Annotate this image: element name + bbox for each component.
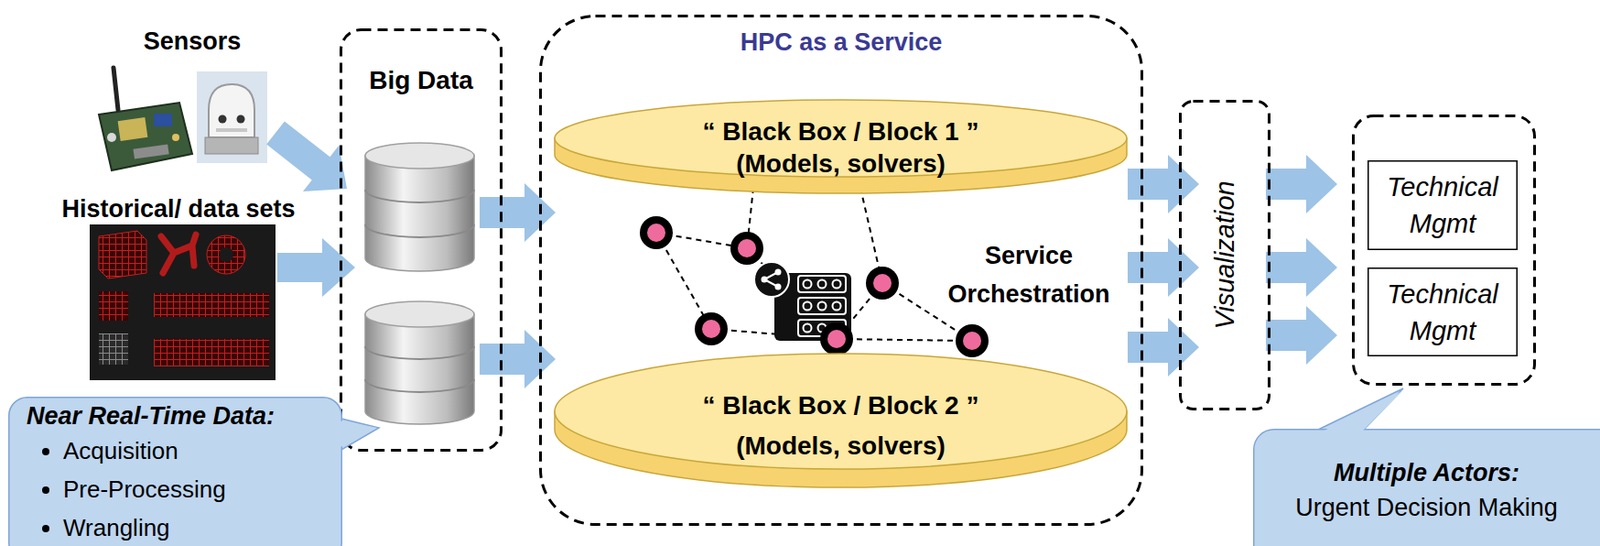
node-text: Urgent Decision Making xyxy=(1295,489,1558,525)
node-text: (Models, solvers) xyxy=(735,425,946,466)
text-label: Service Orchestration xyxy=(932,236,1125,314)
flow-arrow xyxy=(479,183,556,242)
data-store-group: Big Data xyxy=(339,28,503,452)
database-icon xyxy=(365,142,475,271)
text-label: Sensors xyxy=(143,26,242,56)
solver-disc-outline xyxy=(553,352,1128,488)
input-arrow xyxy=(277,237,356,297)
flow-arrow xyxy=(1265,305,1338,365)
actor-box: Technical Mgmt xyxy=(1367,267,1518,357)
node-text: (Models, solvers) xyxy=(735,147,946,180)
bullet-item: Wrangling xyxy=(63,508,227,546)
node-text: Big Data xyxy=(368,64,474,97)
flow-arrow xyxy=(1127,154,1200,214)
solver-disc: “ Black Box / Block 1 ”(Models, solvers) xyxy=(553,98,1128,195)
flow-arrow xyxy=(1265,154,1338,214)
node-text: HPC as a Service xyxy=(740,27,943,57)
bullet-list: AcquisitionPre-ProcessingWrangling xyxy=(26,431,227,546)
database-icon xyxy=(365,301,475,424)
solver-disc: “ Black Box / Block 2 ”(Models, solvers) xyxy=(553,352,1128,488)
flow-arrow xyxy=(1127,317,1200,377)
visualization-box: Visualization xyxy=(1178,99,1271,411)
callout-box: Multiple Actors:Urgent Decision Making xyxy=(1253,428,1600,546)
node-text: Near Real-Time Data: xyxy=(26,400,275,432)
flow-arrow xyxy=(1127,237,1200,297)
solver-disc-outline xyxy=(553,98,1128,195)
flow-arrow xyxy=(479,329,556,389)
dataset-image xyxy=(89,224,276,380)
node-text: Visualization xyxy=(1209,180,1242,329)
network-dot xyxy=(639,216,989,357)
node-text: Technical Mgmt xyxy=(1378,168,1507,242)
bullet-item: Acquisition xyxy=(63,431,227,470)
callout-box-outline xyxy=(1253,428,1600,546)
actors-group-outline xyxy=(1351,114,1536,386)
node-text: “ Black Box / Block 2 ” xyxy=(702,385,980,426)
actors-group: Technical MgmtTechnical Mgmt xyxy=(1351,114,1536,386)
text-label: Historical/ data sets xyxy=(61,194,295,224)
sensor-dome-icon xyxy=(196,71,268,163)
actor-box: Technical Mgmt xyxy=(1367,160,1518,250)
sensor-board-icon xyxy=(98,67,193,171)
flow-arrow xyxy=(1265,237,1338,297)
node-text: Multiple Actors: xyxy=(1333,454,1520,490)
node-text: “ Black Box / Block 1 ” xyxy=(702,115,980,148)
node-text: Technical Mgmt xyxy=(1378,275,1507,349)
callout-box: Near Real-Time Data:AcquisitionPre-Proce… xyxy=(8,396,343,546)
bullet-item: Pre-Processing xyxy=(63,469,227,509)
service-group: “ Black Box / Block 1 ”(Models, solvers)… xyxy=(539,14,1144,526)
